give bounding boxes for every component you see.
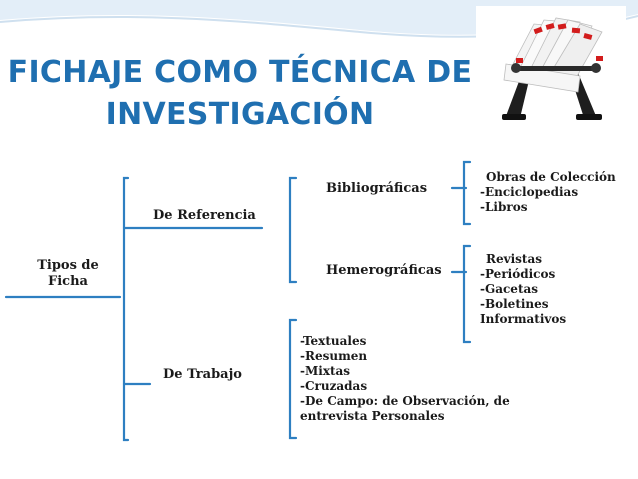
root-label-line-2: Ficha [48, 274, 88, 289]
list-item: -Cruzadas [300, 379, 368, 393]
list-item: -Textuales [300, 334, 367, 348]
root-label: Tipos de Ficha [28, 258, 108, 290]
hemerograficas-label: Hemerográficas [326, 263, 442, 278]
hemerograficas-bracket [462, 244, 472, 344]
list-item: -Gacetas [480, 282, 539, 296]
rolodex-card-file-image [476, 6, 626, 130]
trabajo-bracket [288, 318, 298, 440]
list-item: -Mixtas [300, 364, 351, 378]
list-item: -Periódicos [480, 267, 556, 281]
list-item: -Libros [480, 200, 528, 214]
list-item: -De Campo: de Observación, de [300, 394, 510, 408]
title-line-2: INVESTIGACIÓN [105, 97, 375, 132]
branch-trabajo-label: De Trabajo [163, 367, 242, 382]
bibliograficas-item-list: Obras de Colección -Enciclopedias -Libro… [480, 170, 616, 215]
list-item: Revistas [486, 252, 542, 266]
list-item: -Resumen [300, 349, 368, 363]
main-bracket [122, 176, 130, 442]
list-item: entrevista Personales [300, 409, 445, 423]
hemerograficas-item-list: Revistas -Periódicos -Gacetas -Boletines… [480, 252, 566, 327]
list-item: -Boletines [480, 297, 549, 311]
list-item: Obras de Colección [486, 170, 616, 184]
bibliograficas-bracket [462, 160, 472, 226]
slide-title: FICHAJE COMO TÉCNICA DE INVESTIGACIÓN [0, 52, 480, 136]
list-item: -Enciclopedias [480, 185, 579, 199]
title-line-1: FICHAJE COMO TÉCNICA DE [7, 55, 473, 90]
list-item: Informativos [480, 312, 567, 326]
referencia-bracket [288, 176, 298, 284]
root-label-line-1: Tipos de [37, 258, 99, 273]
trabajo-item-list: -Textuales -Resumen -Mixtas -Cruzadas -D… [300, 334, 510, 424]
bibliograficas-label: Bibliográficas [326, 181, 428, 196]
branch-referencia-label: De Referencia [153, 208, 256, 223]
